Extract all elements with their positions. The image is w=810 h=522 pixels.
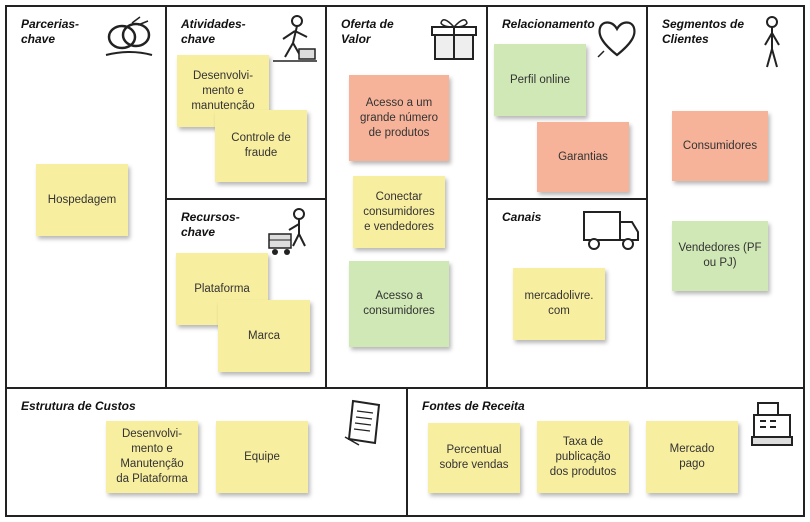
block-title: Atividades- chave (181, 17, 246, 46)
block-title: Parcerias- chave (21, 17, 80, 46)
note-hospedagem: Hospedagem (36, 164, 128, 236)
gift-icon (429, 15, 481, 68)
truck-icon (580, 208, 642, 259)
block-title: Estrutura de Custos (21, 399, 136, 413)
note-acesso-consumidores: Acesso a consumidores (349, 261, 449, 347)
forklift-icon (265, 206, 317, 267)
person-icon (760, 15, 784, 76)
block-cost-structure: Estrutura de Custos (5, 387, 408, 517)
block-title: Fontes de Receita (422, 399, 525, 413)
note-conectar: Conectar consumidores e vendedores (353, 176, 445, 248)
block-title: Relacionamento (502, 17, 595, 31)
heart-icon (596, 17, 638, 64)
note-percentual-vendas: Percentual sobre vendas (428, 423, 520, 493)
note-controle-fraude: Controle de fraude (215, 110, 307, 182)
note-mercado-pago: Mercado pago (646, 421, 738, 493)
note-equipe: Equipe (216, 421, 308, 493)
worker-icon (269, 13, 321, 70)
note-vendedores: Vendedores (PF ou PJ) (672, 221, 768, 291)
note-consumidores: Consumidores (672, 111, 768, 181)
rings-icon (102, 15, 158, 64)
block-title: Recursos- chave (181, 210, 240, 239)
note-desenvolvimento-plataforma: Desenvolvi- mento e Manutenção da Plataf… (106, 421, 198, 493)
note-garantias: Garantias (537, 122, 629, 192)
note-perfil-online: Perfil online (494, 44, 586, 116)
receipt-icon (341, 397, 391, 452)
block-title: Canais (502, 210, 542, 224)
note-mercadolivre: mercadolivre. com (513, 268, 605, 340)
cash-register-icon (750, 397, 798, 454)
note-acesso-produtos: Acesso a um grande número de produtos (349, 75, 449, 161)
block-title: Segmentos de Clientes (662, 17, 745, 46)
note-marca: Marca (218, 300, 310, 372)
block-title: Oferta de Valor (341, 17, 394, 46)
block-customer-segments: Segmentos de Clientes (646, 5, 805, 389)
note-taxa-publicacao: Taxa de publicação dos produtos (537, 421, 629, 493)
note-desenvolvimento-manutencao: Desenvolvi- mento e manutenção (177, 55, 269, 127)
